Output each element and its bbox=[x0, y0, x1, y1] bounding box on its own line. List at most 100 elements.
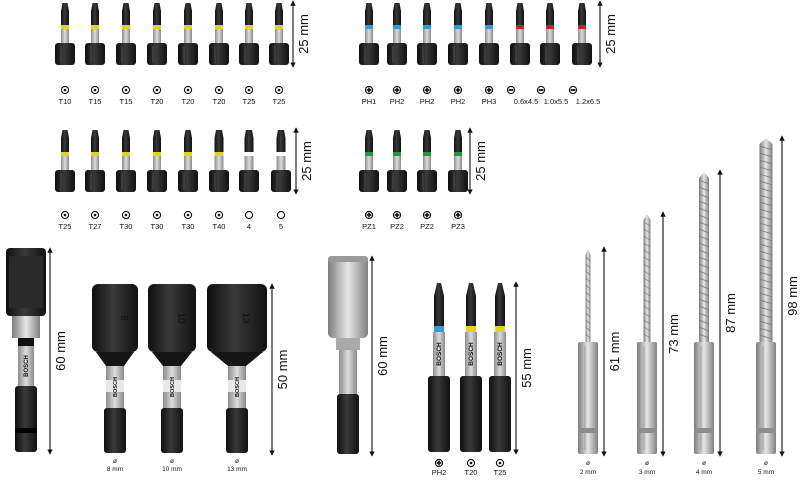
dimension-label: 25 mm bbox=[473, 141, 488, 181]
bit-tip bbox=[153, 130, 161, 138]
diameter-label: 5 mm bbox=[758, 469, 774, 476]
bit-shaft bbox=[365, 138, 373, 152]
torx-head-icon bbox=[214, 85, 224, 95]
hex-shank bbox=[209, 43, 229, 65]
bit-t30 bbox=[178, 130, 198, 192]
torx-head-icon bbox=[274, 85, 284, 95]
bit-pz1 bbox=[359, 130, 379, 192]
bit-t27 bbox=[85, 130, 105, 192]
bit-shaft bbox=[516, 11, 524, 25]
bit-shaft bbox=[153, 138, 161, 152]
bit-tip bbox=[61, 130, 69, 138]
bit-shaft bbox=[122, 138, 130, 152]
torsion-zone bbox=[339, 350, 357, 394]
torsion-zone bbox=[578, 29, 586, 43]
bit-t25 bbox=[55, 130, 75, 192]
bit-tip bbox=[485, 3, 493, 11]
hex-shank bbox=[104, 408, 126, 453]
bit-shaft bbox=[454, 138, 462, 152]
brand-logo-text: BOSCH bbox=[113, 377, 119, 397]
hex-shank bbox=[116, 43, 136, 65]
color-band bbox=[365, 152, 373, 156]
color-band bbox=[423, 152, 431, 156]
bit-tip bbox=[275, 3, 283, 11]
hex-shank bbox=[359, 43, 379, 65]
diameter-label: 10 mm bbox=[162, 466, 182, 473]
hex-shank bbox=[85, 43, 105, 65]
dimension-label: 25 mm bbox=[299, 141, 314, 181]
bit-ph2 bbox=[417, 3, 437, 65]
ph-head-icon bbox=[392, 85, 402, 95]
bit-shaft bbox=[454, 11, 462, 25]
bit-tip bbox=[516, 3, 524, 11]
hex-shank bbox=[448, 170, 468, 192]
bit-pz2 bbox=[417, 130, 437, 192]
bit-shaft bbox=[275, 11, 283, 25]
steel-collar bbox=[12, 316, 40, 338]
torsion-zone bbox=[433, 332, 445, 376]
hex-shank bbox=[428, 376, 450, 452]
bit-tip bbox=[546, 3, 554, 11]
color-band bbox=[275, 25, 283, 29]
hex-head-icon bbox=[244, 210, 254, 220]
bit-shaft bbox=[546, 11, 554, 25]
bit-label: PZ2 bbox=[390, 222, 404, 231]
bit-tip bbox=[365, 130, 373, 138]
color-band bbox=[495, 326, 505, 332]
bit-shaft bbox=[184, 11, 192, 25]
bit-label: T15 bbox=[89, 97, 102, 106]
torx-head-icon bbox=[90, 85, 100, 95]
bit-0.6x4.5 bbox=[510, 3, 530, 65]
pz-head-icon bbox=[453, 210, 463, 220]
torsion-zone bbox=[275, 29, 283, 43]
diameter-symbol: ø bbox=[586, 460, 590, 467]
bit-tip bbox=[214, 130, 224, 138]
bit-label: PH2 bbox=[432, 468, 447, 477]
torx-head-icon bbox=[60, 210, 70, 220]
bit-shaft bbox=[184, 138, 192, 152]
bit-shaft bbox=[578, 11, 586, 25]
torsion-zone bbox=[122, 29, 130, 43]
torx-head-icon bbox=[244, 85, 254, 95]
hex-shank bbox=[161, 408, 183, 453]
bit-ph3 bbox=[479, 3, 499, 65]
bit-1.0x5.5 bbox=[540, 3, 560, 65]
drill-5mm bbox=[756, 138, 776, 454]
bit-t25 bbox=[269, 3, 289, 65]
socket-size-text: 10 bbox=[175, 312, 186, 324]
hex-shank bbox=[756, 342, 776, 454]
torsion-zone bbox=[465, 332, 477, 376]
bit-label: PH1 bbox=[362, 97, 377, 106]
hex-shank bbox=[271, 170, 291, 192]
bit-t20 bbox=[209, 3, 229, 65]
bit-tip bbox=[61, 3, 69, 11]
bit-tip bbox=[245, 3, 253, 11]
hex-shank bbox=[417, 43, 437, 65]
hex-shank bbox=[489, 376, 511, 452]
diameter-label: 8 mm bbox=[107, 466, 123, 473]
bit-label: PH2 bbox=[390, 97, 405, 106]
bit-shaft bbox=[393, 11, 401, 25]
bit-shaft bbox=[91, 138, 99, 152]
bit-tip bbox=[454, 3, 462, 11]
bit-label: 0.6x4.5 bbox=[514, 97, 539, 106]
hex-shank bbox=[269, 43, 289, 65]
bit-label: T15 bbox=[120, 97, 133, 106]
socket-size-text: 8 bbox=[118, 315, 129, 321]
bit-label: T25 bbox=[243, 97, 256, 106]
color-band bbox=[578, 25, 586, 29]
bit-ph1 bbox=[359, 3, 379, 65]
color-band bbox=[122, 152, 130, 156]
hex-shank bbox=[578, 342, 598, 454]
ph-head-icon bbox=[422, 85, 432, 95]
bit-shaft bbox=[423, 138, 431, 152]
torx-head-icon bbox=[183, 210, 193, 220]
bit-tip bbox=[365, 3, 373, 11]
color-band bbox=[393, 25, 401, 29]
bit-5 bbox=[271, 130, 291, 192]
bit-1.2x6.5 bbox=[572, 3, 592, 65]
brand-logo-text: BOSCH bbox=[468, 342, 475, 366]
